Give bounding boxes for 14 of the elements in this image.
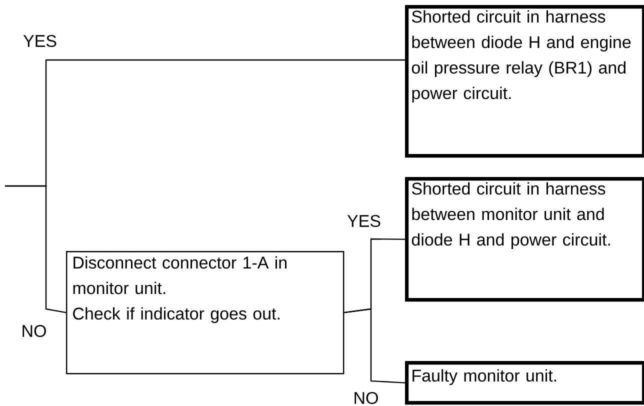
node-text: Shorted circuit in harness between diode H and engine oil pressure relay (BR1) and power circuit. bbox=[412, 10, 631, 103]
result-box bbox=[405, 177, 644, 302]
result-box bbox=[405, 361, 644, 405]
check-box bbox=[66, 251, 344, 374]
edge-label: NO bbox=[354, 392, 378, 404]
connector-line bbox=[5, 185, 66, 314]
edge-label: NO bbox=[22, 324, 46, 338]
node-text: Faulty monitor unit. bbox=[412, 369, 556, 386]
node-text: Shorted circuit in harness between monitor unit and diode H and power circuit. bbox=[412, 182, 610, 250]
result-box bbox=[405, 5, 644, 158]
connector-line bbox=[344, 308, 406, 384]
edge-label: YES bbox=[347, 214, 380, 228]
node-text: Disconnect connector 1-A in monitor unit. Check if indicator goes out. bbox=[73, 256, 286, 324]
edge-label: YES bbox=[23, 34, 56, 48]
